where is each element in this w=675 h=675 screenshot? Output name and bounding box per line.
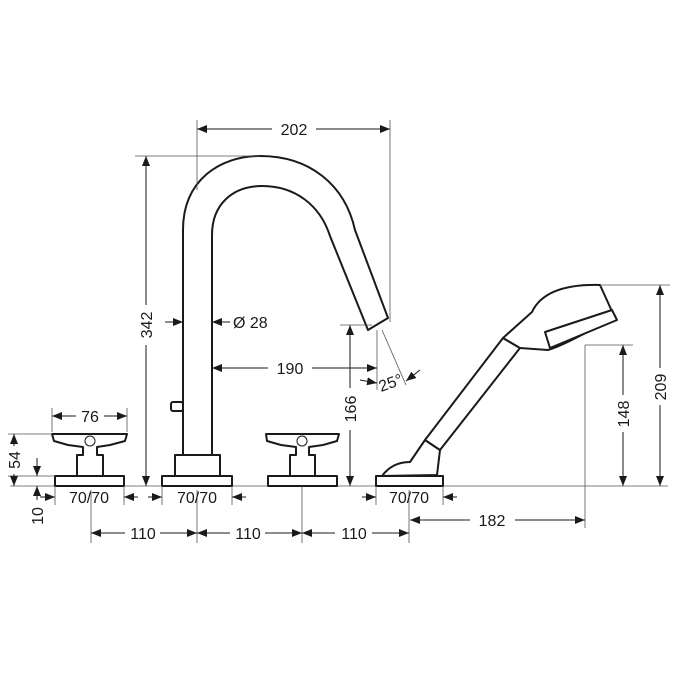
dim-spout-outlet-height: 166	[343, 396, 360, 423]
dim-plate-spout: 70/70	[177, 490, 217, 507]
hand-shower	[375, 283, 618, 487]
dim-shower-outlet-height: 148	[616, 401, 633, 428]
dim-total-height: 342	[139, 312, 156, 339]
dim-shower-reach: 182	[479, 513, 506, 530]
spout	[161, 155, 389, 487]
middle-handle	[265, 433, 340, 487]
dim-spout-reach: 202	[281, 122, 308, 139]
dim-plate-shower: 70/70	[389, 490, 429, 507]
dim-spout-angle: 25°	[377, 372, 406, 396]
dim-handle-width: 76	[81, 409, 99, 426]
dim-shower-total-height: 209	[653, 374, 670, 401]
dim-plate-left: 70/70	[69, 490, 109, 507]
dim-spacing-2: 110	[235, 526, 261, 543]
dim-handle-height: 54	[7, 451, 24, 469]
dim-spout-to-shower: 190	[277, 361, 304, 378]
left-handle	[51, 433, 128, 487]
dim-pipe-diameter: Ø 28	[233, 315, 268, 332]
dim-spacing-3: 110	[341, 526, 367, 543]
dimension-lines	[10, 125, 664, 537]
dim-spacing-1: 110	[130, 526, 156, 543]
dim-plate-height: 10	[30, 507, 47, 525]
